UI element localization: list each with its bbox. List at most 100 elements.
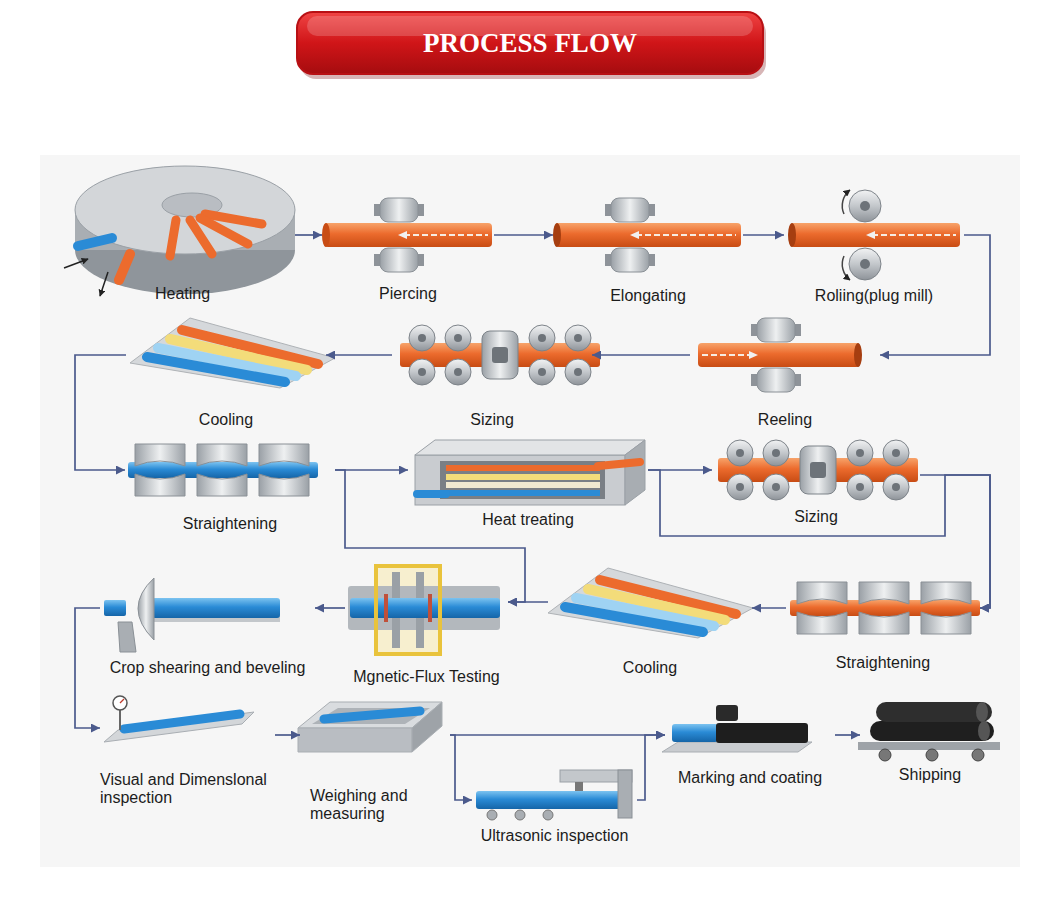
magnetic-flux-tester (428, 594, 432, 622)
sizing-mill (400, 325, 600, 385)
process-step: Sizing (392, 318, 592, 429)
step-label: Marking and coating (665, 769, 835, 787)
step-label: Shipping (860, 766, 1000, 784)
ultrasonic-tester (476, 770, 632, 820)
heat-treating-furnace (446, 490, 600, 496)
reeling-mill (702, 354, 752, 356)
flow-arrow (450, 734, 665, 736)
elongating-mill (611, 248, 649, 272)
inspection-bench (104, 712, 254, 742)
piercing-mill (322, 223, 330, 247)
marking-coating-line (716, 705, 738, 721)
elongating-mill (636, 234, 736, 236)
process-step: Ultrasonic inspection (472, 768, 637, 845)
piercing-mill (380, 248, 418, 272)
rotary-furnace (64, 166, 295, 296)
ultrasonic-tester (575, 782, 583, 791)
piercing-mill (374, 204, 380, 216)
straightening-machine (790, 582, 980, 634)
process-step: Crop shearing and beveling (100, 590, 315, 677)
flow-arrow (275, 734, 300, 736)
straightening-machine (921, 582, 971, 634)
flow-arrow (637, 735, 665, 800)
shipping-truck (976, 702, 988, 722)
inspection-bench (104, 696, 254, 742)
reeling-mill (795, 374, 801, 386)
flow-arrow (752, 607, 786, 609)
elongating-mill (605, 254, 611, 266)
process-step: Cooling (548, 562, 752, 677)
process-step: Weighing and measuring (300, 695, 450, 823)
shipping-truck (926, 749, 938, 761)
rotary-furnace (119, 254, 130, 280)
step-label: Straightening (125, 515, 335, 533)
ultrasonic-tester (487, 810, 497, 820)
rotary-furnace (190, 220, 212, 254)
heat-treating-furnace (415, 440, 645, 505)
plug-mill (872, 234, 956, 236)
shipping-truck (876, 702, 992, 722)
magnetic-flux-tester (348, 566, 500, 654)
rotary-furnace (64, 259, 88, 268)
flow-arrow (75, 355, 126, 470)
step-label: Roliing(plug mill) (784, 287, 964, 305)
step-label: Visual and Dimenslonal inspection (100, 771, 275, 807)
flow-arrow (743, 234, 784, 236)
plug-mill (866, 231, 875, 239)
process-step: Mgnetic-Flux Testing (345, 562, 508, 686)
crop-shear (104, 600, 126, 616)
heat-treating-furnace (415, 455, 625, 505)
straightening-machine (790, 600, 980, 616)
reeling-mill (698, 318, 862, 392)
ultrasonic-tester (618, 770, 632, 818)
weighing-table (312, 708, 430, 724)
weighing-table (412, 702, 442, 752)
magnetic-flux-tester (384, 594, 388, 622)
step-label: Mgnetic-Flux Testing (345, 668, 508, 686)
straightening-machine (197, 444, 247, 496)
shipping-truck (879, 749, 891, 761)
shipping-truck (870, 721, 994, 741)
step-label: Reeling (690, 411, 880, 429)
straightening-machine (128, 462, 318, 478)
flow-arrow (835, 734, 860, 736)
plug-mill (860, 201, 870, 211)
reeling-mill (854, 343, 862, 367)
reeling-mill (698, 343, 860, 367)
plug-mill (788, 190, 960, 280)
reeling-mill (795, 324, 801, 336)
piercing-mill (374, 254, 380, 266)
straightening-machine (128, 444, 318, 496)
plug-mill (788, 223, 796, 247)
heat-treating-furnace (598, 462, 640, 466)
step-label: Heat treating (408, 511, 648, 529)
cooling-bed (130, 318, 335, 388)
elongating-mill (553, 223, 561, 247)
plug-mill (842, 256, 850, 280)
process-step: Heat treating (408, 435, 648, 529)
straightening-machine (259, 444, 309, 496)
flow-arrow (295, 234, 322, 236)
sizing-mill (718, 440, 918, 500)
flow-arrow (450, 735, 472, 800)
step-label: Elongating (553, 287, 743, 305)
weighing-table (298, 728, 412, 752)
connector-group (75, 235, 990, 800)
straightening-machine (135, 444, 185, 496)
shipping-truck (858, 702, 1000, 761)
rotary-furnace (170, 220, 176, 256)
crop-shear (118, 622, 136, 652)
crop-shear (138, 578, 154, 640)
piercing-mill (418, 204, 424, 216)
title-banner (297, 12, 763, 74)
cooling-bed (548, 568, 753, 638)
plug-mill (849, 248, 881, 280)
ultrasonic-tester (515, 810, 525, 820)
process-step: Sizing (712, 438, 920, 526)
crop-shear (104, 578, 280, 652)
title-text: PROCESS FLOW (297, 12, 763, 74)
plug-mill (849, 190, 881, 222)
step-label: Sizing (392, 411, 592, 429)
